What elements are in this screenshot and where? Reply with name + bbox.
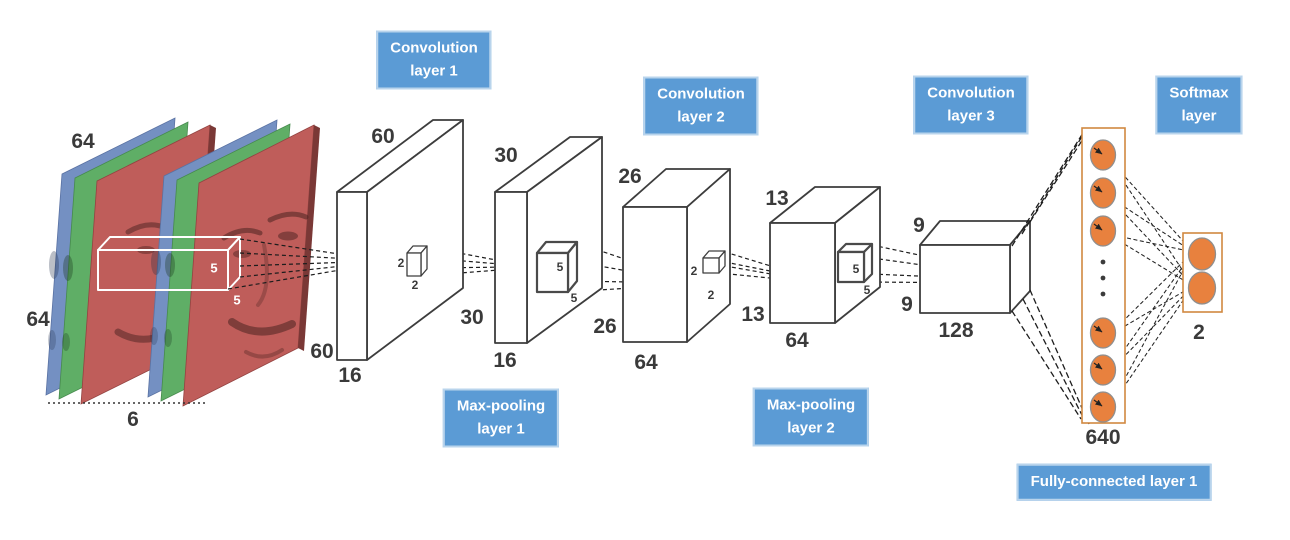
dim-conv2-kernel-b: 5 <box>570 291 578 305</box>
label-line: layer 3 <box>947 107 995 124</box>
dim-conv1-top: 60 <box>371 125 395 148</box>
label-line: Convolution <box>657 85 745 103</box>
dim-conv3-depth: 128 <box>938 319 974 342</box>
label-line: Convolution <box>390 39 478 57</box>
label-fc1: Fully-connected layer 1 <box>1016 463 1212 501</box>
dim-input-channels: 6 <box>127 408 139 431</box>
label-conv3: Convolution layer 3 <box>913 75 1029 135</box>
dim-input-width: 64 <box>26 308 50 331</box>
label-line: Softmax <box>1169 84 1229 102</box>
conv3-box <box>919 220 1031 314</box>
dim-input-kernel-h: 5 <box>233 292 241 308</box>
fc-neurons <box>1089 139 1117 423</box>
dim-conv2-kernel-a: 5 <box>556 260 564 274</box>
dim-pool2-depth: 64 <box>785 329 809 352</box>
label-line: layer 2 <box>677 108 725 125</box>
pool2-box <box>769 186 881 324</box>
label-pool1: Max-pooling layer 1 <box>442 388 560 448</box>
label-pool2: Max-pooling layer 2 <box>752 387 870 447</box>
pool1-kernel-box <box>406 245 428 277</box>
conv1-box <box>336 119 464 361</box>
dim-input-height: 64 <box>71 130 95 153</box>
label-softmax: Softmax layer <box>1155 75 1243 135</box>
softmax-layer <box>1182 232 1223 313</box>
dim-softmax-units: 2 <box>1193 321 1205 344</box>
dim-fc-units: 640 <box>1085 426 1121 449</box>
conv2-kernel-cube <box>535 240 579 294</box>
label-line: layer <box>1181 107 1217 124</box>
fc-layer <box>1081 127 1126 424</box>
dim-input-kernel-w: 5 <box>210 260 218 276</box>
dim-conv2-side: 26 <box>593 315 617 338</box>
dim-pool1-kernel-b: 2 <box>411 278 419 292</box>
label-conv2: Convolution layer 2 <box>643 76 759 136</box>
label-line: layer 2 <box>787 419 835 436</box>
dim-pool2-kernel-a: 2 <box>690 264 698 278</box>
label-line: Max-pooling <box>456 397 546 415</box>
dim-conv1-depth: 16 <box>338 364 362 387</box>
dim-conv1-side: 60 <box>310 340 334 363</box>
label-line: Max-pooling <box>766 396 856 414</box>
input-image-stack <box>45 117 320 407</box>
dim-pool2-kernel-b: 2 <box>707 288 715 302</box>
dim-conv3-kernel-b: 5 <box>863 283 871 297</box>
fc-ellipsis-dots <box>1100 259 1106 297</box>
dim-pool1-depth: 16 <box>493 349 517 372</box>
label-line: Convolution <box>927 84 1015 102</box>
label-line: layer 1 <box>410 62 458 79</box>
dim-pool2-top: 13 <box>765 187 789 210</box>
conv3-to-fc-funnel <box>1011 127 1091 425</box>
label-conv1: Convolution layer 1 <box>376 30 492 90</box>
pool2-kernel-box <box>702 250 726 274</box>
dim-conv3-side: 9 <box>901 293 913 316</box>
dim-conv2-depth: 64 <box>634 351 658 374</box>
dim-conv3-top: 9 <box>913 214 925 237</box>
dim-pool1-kernel-a: 2 <box>397 256 405 270</box>
dim-pool1-top: 30 <box>494 144 518 167</box>
fc-neuron-arrows <box>1093 147 1103 407</box>
label-line: Fully-connected layer 1 <box>1030 472 1198 490</box>
dim-pool2-side: 13 <box>741 303 765 326</box>
dim-conv3-kernel-a: 5 <box>852 262 860 276</box>
softmax-neurons <box>1187 237 1217 305</box>
dim-pool1-side: 30 <box>460 306 484 329</box>
conv3-kernel-cube <box>836 242 874 284</box>
label-line: layer 1 <box>477 420 525 437</box>
dim-conv2-top: 26 <box>618 165 642 188</box>
